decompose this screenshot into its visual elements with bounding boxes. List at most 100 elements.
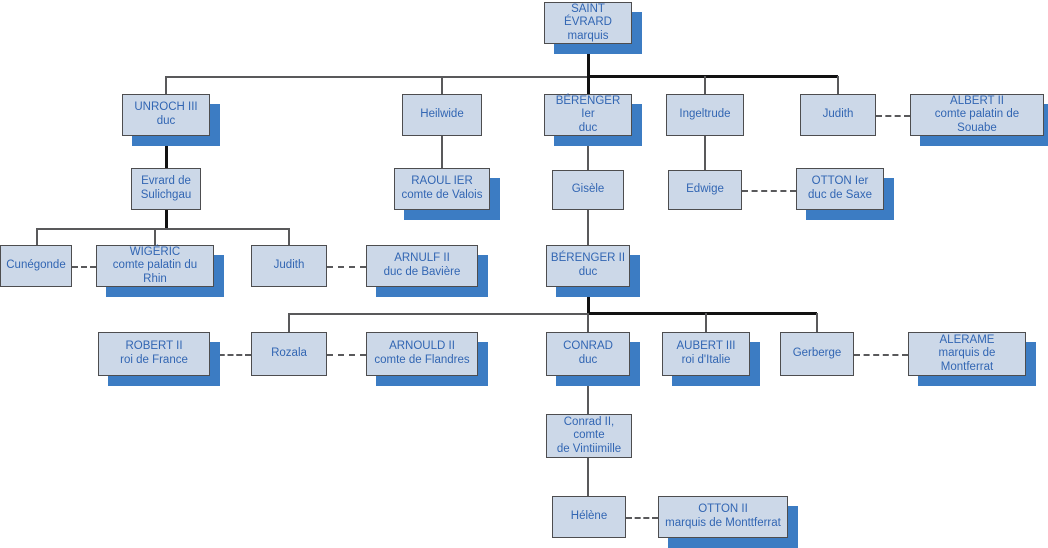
connector-ingeltrude-edwige bbox=[704, 136, 706, 170]
node-subtitle: comte palatin du Rhin bbox=[112, 259, 198, 285]
node-title: Hélène bbox=[570, 510, 608, 523]
node-subtitle: duc bbox=[156, 115, 176, 127]
marriage-judith-arnulf-ii bbox=[327, 266, 366, 268]
marriage-helene-otton-ii bbox=[626, 517, 658, 519]
node-robert-ii[interactable]: ROBERT II roi de France bbox=[98, 332, 210, 376]
node-title: AUBERT III bbox=[676, 340, 736, 353]
node-title: BÉRENGER II bbox=[550, 252, 626, 265]
connector-drop-gerberge bbox=[816, 313, 818, 332]
node-subtitle: duc de Saxe bbox=[808, 189, 872, 201]
node-albert-ii[interactable]: ALBERT II comte palatin de Souabe bbox=[910, 94, 1044, 136]
node-title: OTTON Ier bbox=[811, 175, 869, 188]
connector-conrad-conradii bbox=[587, 376, 589, 414]
connector-drop-unroch bbox=[165, 76, 167, 94]
node-gerberge[interactable]: Gerberge bbox=[780, 332, 854, 376]
connector-bus-row5-right bbox=[587, 312, 817, 315]
node-evrard-de-sulichgau[interactable]: Evrard de Sulichgau bbox=[131, 168, 201, 210]
node-subtitle: roi d'Italie bbox=[681, 354, 731, 366]
connector-drop-aubert bbox=[705, 313, 707, 332]
connector-gisele-berenger-ii bbox=[587, 210, 589, 245]
connector-bus-row2-left bbox=[166, 76, 587, 78]
node-ingeltrude[interactable]: Ingeltrude bbox=[666, 94, 744, 136]
connector-root-down bbox=[587, 44, 590, 76]
node-heilwide[interactable]: Heilwide bbox=[402, 94, 482, 136]
node-subtitle: comte palatin de Souabe bbox=[934, 108, 1020, 134]
node-otton-ier[interactable]: OTTON Ier duc de Saxe bbox=[796, 168, 884, 210]
connector-drop-heilwide bbox=[441, 76, 443, 94]
node-title: ALBERT II bbox=[950, 94, 1004, 107]
connector-bus-row2-right bbox=[587, 75, 838, 78]
connector-drop-conrad bbox=[587, 313, 589, 332]
connector-berenger-ii-down bbox=[587, 287, 590, 313]
node-berenger-ii[interactable]: BÉRENGER II duc bbox=[546, 245, 630, 287]
node-gisele[interactable]: Gisèle bbox=[552, 170, 624, 210]
node-saint-evrard[interactable]: SAINT ÉVRARD marquis bbox=[544, 2, 632, 44]
node-subtitle: comte de Valois bbox=[401, 189, 483, 201]
node-title: CONRAD bbox=[563, 340, 613, 353]
connector-unroch-evrard bbox=[165, 136, 168, 168]
node-berenger-ier[interactable]: BÉRENGER Ier duc bbox=[544, 94, 632, 136]
node-subtitle: de Vintiimille bbox=[556, 442, 622, 455]
node-title: ARNOULD II bbox=[389, 340, 455, 353]
connector-bus-row4 bbox=[36, 228, 289, 230]
node-title: SAINT ÉVRARD bbox=[564, 2, 612, 29]
node-title: Heilwide bbox=[420, 108, 464, 121]
node-subtitle: duc bbox=[578, 121, 598, 134]
node-title: WIGÉRIC bbox=[129, 245, 181, 258]
connector-bus-row5-left bbox=[289, 313, 587, 315]
node-subtitle: duc bbox=[578, 266, 598, 278]
node-title: ARNULF II bbox=[394, 252, 450, 265]
connector-heilwide-raoul bbox=[441, 136, 443, 168]
node-judith-row4[interactable]: Judith bbox=[251, 245, 327, 287]
node-subtitle: marquis de Montferrat bbox=[938, 347, 996, 373]
node-title: ROBERT II bbox=[125, 340, 183, 353]
connector-evrard-down bbox=[165, 210, 168, 228]
node-conrad-ii[interactable]: Conrad II, comte de Vintiimille bbox=[546, 414, 632, 458]
node-cunegonde[interactable]: Cunégonde bbox=[0, 245, 72, 287]
connector-drop-rozala bbox=[288, 313, 290, 332]
node-conrad[interactable]: CONRAD duc bbox=[546, 332, 630, 376]
node-title: OTTON II bbox=[698, 503, 748, 516]
connector-drop-judith-r4 bbox=[288, 228, 290, 245]
node-title: ALERAME bbox=[939, 333, 995, 346]
node-subtitle: Sulichgau bbox=[140, 189, 192, 201]
marriage-gerberge-alerame bbox=[854, 354, 908, 356]
connector-drop-judith-r2 bbox=[837, 76, 839, 94]
node-judith-row2[interactable]: Judith bbox=[800, 94, 876, 136]
node-title: Edwige bbox=[686, 183, 724, 196]
node-title: Conrad II, comte bbox=[563, 415, 615, 442]
marriage-rozala-arnould-ii bbox=[327, 354, 366, 356]
node-arnould-ii[interactable]: ARNOULD II comte de Flandres bbox=[366, 332, 478, 376]
node-aubert-iii[interactable]: AUBERT III roi d'Italie bbox=[662, 332, 750, 376]
marriage-edwige-otton-ier bbox=[742, 190, 796, 192]
node-subtitle: duc bbox=[578, 354, 598, 366]
node-wigeric[interactable]: WIGÉRIC comte palatin du Rhin bbox=[96, 245, 214, 287]
node-title: BÉRENGER Ier bbox=[555, 94, 621, 121]
connector-drop-wigeric bbox=[154, 228, 156, 245]
node-alerame[interactable]: ALERAME marquis de Montferrat bbox=[908, 332, 1026, 376]
node-unroch-iii[interactable]: UNROCH III duc bbox=[122, 94, 210, 136]
node-title: Cunégonde bbox=[6, 259, 66, 272]
node-otton-ii[interactable]: OTTON II marquis de Monttferrat bbox=[658, 496, 788, 538]
connector-berenger-gisele bbox=[587, 136, 589, 170]
marriage-cunegonde-wigeric bbox=[72, 266, 96, 268]
node-helene[interactable]: Hélène bbox=[552, 496, 626, 538]
node-raoul-ier[interactable]: RAOUL IER comte de Valois bbox=[394, 168, 490, 210]
marriage-robert-ii-rozala bbox=[210, 354, 251, 356]
connector-drop-cunegonde bbox=[36, 228, 38, 245]
node-title: Evrard de bbox=[141, 175, 191, 188]
connector-conradii-helene bbox=[587, 458, 589, 496]
node-title: Judith bbox=[273, 259, 305, 272]
node-title: Gisèle bbox=[571, 183, 605, 196]
node-title: Rozala bbox=[271, 347, 307, 360]
node-subtitle: marquis de Monttferrat bbox=[665, 517, 781, 529]
node-arnulf-ii[interactable]: ARNULF II duc de Bavière bbox=[366, 245, 478, 287]
node-title: Gerberge bbox=[792, 347, 842, 360]
node-rozala[interactable]: Rozala bbox=[251, 332, 327, 376]
node-title: Judith bbox=[822, 108, 854, 121]
marriage-judith-albert-ii bbox=[876, 115, 910, 117]
node-subtitle: comte de Flandres bbox=[374, 354, 470, 366]
node-title: UNROCH III bbox=[134, 101, 198, 114]
node-edwige[interactable]: Edwige bbox=[668, 170, 742, 210]
